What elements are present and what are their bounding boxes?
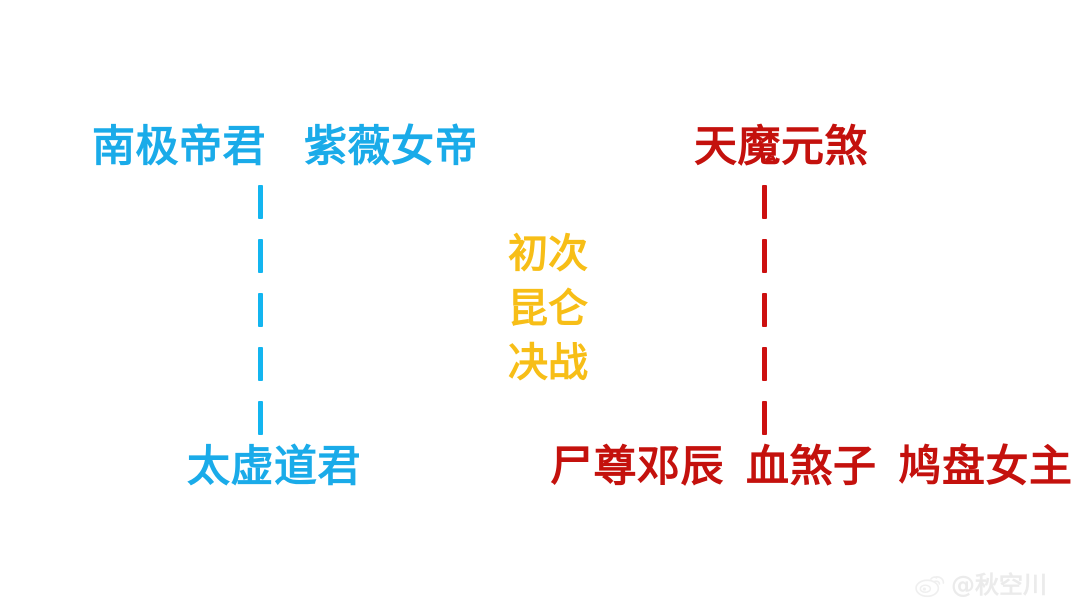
dash-segment xyxy=(762,401,767,435)
left-dashed-connector xyxy=(258,185,263,435)
center-label-line-2: 昆仑 xyxy=(508,286,588,332)
dash-segment xyxy=(258,401,263,435)
name-nanji-dijun: 南极帝君 xyxy=(92,122,266,172)
name-tianmo-yuansha: 天魔元煞 xyxy=(694,122,868,172)
dash-segment xyxy=(762,185,767,219)
dash-segment xyxy=(258,347,263,381)
dash-segment xyxy=(258,239,263,273)
left-faction-bottom-names: 太虚道君 xyxy=(187,446,361,489)
dash-segment xyxy=(762,293,767,327)
right-faction-bottom-names: 尸尊邓辰 血煞子 鸠盘女主 xyxy=(550,446,1073,489)
watermark-handle: @秋空川 xyxy=(951,571,1047,599)
center-label-line-3: 决战 xyxy=(508,340,588,386)
name-taixu-daojun: 太虚道君 xyxy=(187,442,361,492)
name-xueshazi: 血煞子 xyxy=(746,442,877,492)
weibo-logo-icon xyxy=(915,572,945,598)
left-faction-top-names: 南极帝君 紫薇女帝 xyxy=(92,126,478,169)
name-jiupan-nuzhu: 鸠盘女主 xyxy=(898,442,1073,492)
center-label-line-1: 初次 xyxy=(508,231,588,277)
dash-segment xyxy=(258,185,263,219)
right-dashed-connector xyxy=(762,185,767,435)
name-shizun-dengchen: 尸尊邓辰 xyxy=(550,442,724,492)
name-ziwei-nudi: 紫薇女帝 xyxy=(304,122,478,172)
dash-segment xyxy=(762,347,767,381)
watermark: @秋空川 xyxy=(915,572,1047,598)
dash-segment xyxy=(762,239,767,273)
right-faction-top-names: 天魔元煞 xyxy=(694,126,868,169)
dash-segment xyxy=(258,293,263,327)
